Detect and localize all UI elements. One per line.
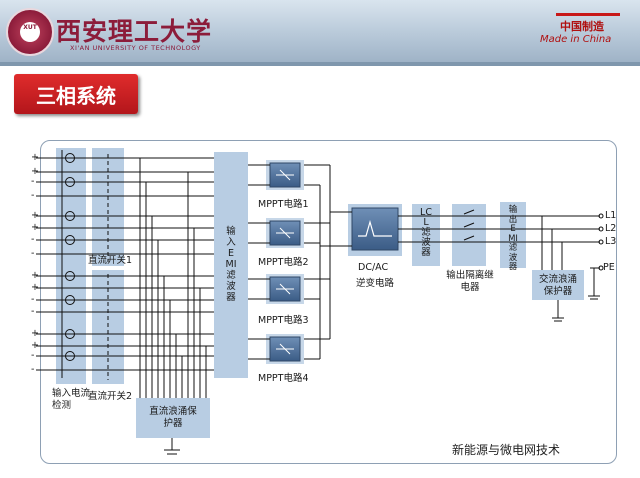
label-lcl: LCL滤波器: [420, 207, 432, 258]
flag-stripe: [556, 13, 620, 16]
terminal-16: -: [31, 364, 35, 375]
terminal-9: +: [31, 270, 39, 281]
label-pe: PE: [603, 262, 615, 273]
label-input-emi: 输入EMI滤波器: [225, 226, 237, 303]
label-input-current-detect: 输入电流检测: [52, 388, 91, 411]
mppt-module-1: [266, 160, 304, 190]
terminal-5: +: [31, 210, 39, 221]
university-logo: XUT: [6, 8, 54, 56]
terminal-2: -: [31, 176, 35, 187]
label-mppt-2: MPPT电路2: [258, 257, 309, 268]
university-name-en: XI'AN UNIVERSITY OF TECHNOLOGY: [70, 44, 201, 52]
terminal-10: -: [31, 294, 35, 305]
block-output-relay: [452, 204, 486, 266]
terminal-15: +: [31, 340, 39, 351]
block-dcac: [348, 204, 402, 256]
university-name: 西安理工大学: [56, 17, 213, 46]
block-lcl: [412, 204, 440, 266]
block-dc-surge: [136, 398, 210, 438]
terminal-1: +: [31, 152, 39, 163]
label-output-emi: 输出EMI滤波器: [508, 205, 518, 272]
header-divider: [0, 62, 640, 66]
label-dcac: DC/AC: [358, 262, 389, 273]
label-mppt-1: MPPT电路1: [258, 199, 309, 210]
terminal-6: -: [31, 234, 35, 245]
made-in-china-cn: 中国制造: [560, 20, 604, 33]
terminal-3: +: [31, 166, 39, 177]
terminal-11: +: [31, 282, 39, 293]
terminal-7: +: [31, 222, 39, 233]
block-input-detect: [56, 148, 86, 384]
logo-text: XUT: [23, 24, 37, 31]
slide-title: 三相系统: [36, 84, 116, 108]
label-ac-surge: 交流浪涌保护器: [538, 274, 577, 297]
slide-title-box: 三相系统: [14, 74, 138, 114]
watermark: 新能源与微电网技术: [452, 443, 561, 457]
label-mppt-3: MPPT电路3: [258, 315, 309, 326]
logo-center: [20, 22, 40, 42]
terminal-12: -: [31, 306, 35, 317]
mppt-module-3: [266, 274, 304, 304]
label-l2: L2: [605, 223, 617, 234]
label-inverter: 逆变电路: [356, 278, 395, 289]
ac-wiring: [398, 209, 604, 322]
mppt-wiring: [248, 164, 352, 360]
terminal-14: -: [31, 350, 35, 361]
label-dc-switch-2: 直流开关2: [88, 391, 133, 402]
pv-input-wiring: [36, 150, 214, 455]
terminal-8: -: [31, 248, 35, 259]
block-input-emi: [214, 152, 248, 378]
mppt-module-2: [266, 218, 304, 248]
label-l1: L1: [605, 210, 617, 221]
label-dc-surge: 直流浪涌保护器: [149, 406, 197, 429]
label-mppt-4: MPPT电路4: [258, 373, 309, 384]
terminal-4: -: [31, 190, 35, 201]
block-output-emi: [500, 202, 526, 268]
label-output-relay: 输出隔离继电器: [446, 270, 494, 293]
made-in-china-en: Made in China: [540, 34, 612, 45]
slide-header: [0, 0, 640, 62]
diagram-frame: [40, 140, 617, 464]
terminal-13: +: [31, 328, 39, 339]
block-ac-surge: [532, 270, 584, 300]
label-dc-switch-1: 直流开关1: [88, 255, 133, 266]
mppt-module-4: [266, 334, 304, 364]
label-l3: L3: [605, 236, 617, 247]
